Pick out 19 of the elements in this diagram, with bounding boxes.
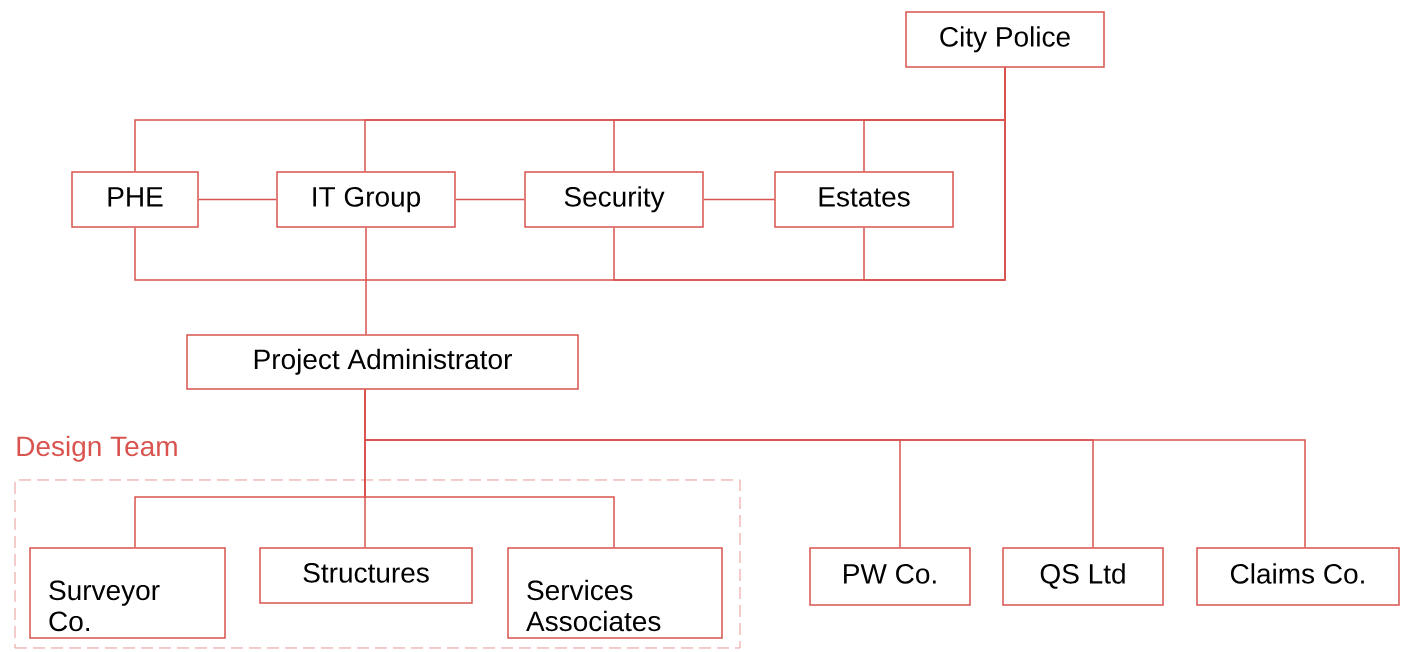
org-box: City Police	[905, 11, 1105, 68]
connector-line	[198, 198, 277, 201]
org-box: Security	[524, 171, 704, 228]
connector-line	[364, 389, 1306, 548]
group-title: Design Team	[17, 435, 177, 462]
org-box: Surveyor Co.	[29, 547, 226, 639]
org-box: PHE	[71, 171, 199, 228]
org-box: Project Administrator	[186, 334, 579, 390]
org-box: Structures	[259, 547, 473, 604]
connector-line	[365, 227, 367, 335]
connector-line	[863, 67, 1006, 281]
connector-line	[455, 198, 525, 201]
org-box: QS Ltd	[1002, 547, 1164, 606]
org-box: PW Co.	[809, 547, 971, 606]
org-box: Claims Co.	[1196, 547, 1400, 606]
org-box: IT Group	[276, 171, 456, 228]
org-box: Services Associates	[507, 547, 723, 639]
connector-line	[703, 198, 775, 201]
org-box: Estates	[774, 171, 954, 228]
